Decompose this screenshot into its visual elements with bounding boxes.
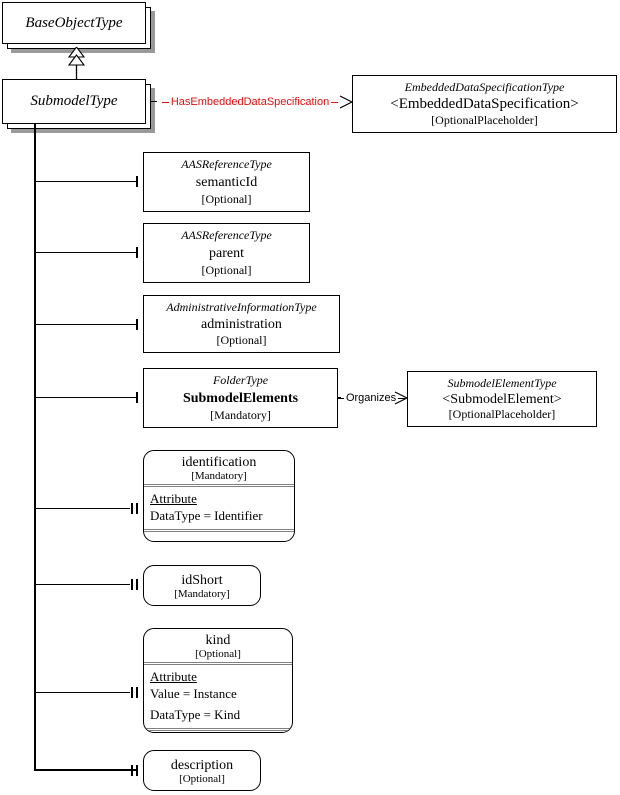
node-header: kind [Optional] bbox=[144, 629, 292, 662]
node-cardinality: [Optional] bbox=[201, 192, 252, 206]
branch-line-semantic-id bbox=[35, 181, 136, 182]
branch-line-submodel-elements bbox=[35, 397, 136, 398]
generalization-arrow-icon bbox=[66, 46, 87, 85]
node-cardinality: [OptionalPlaceholder] bbox=[448, 407, 556, 421]
node-administration: AdministrativeInformationType administra… bbox=[143, 295, 340, 353]
open-arrowhead-icon bbox=[339, 95, 354, 114]
section-divider bbox=[144, 728, 292, 731]
attribute-section: Attribute Value = Instance DataType = Ki… bbox=[144, 665, 292, 728]
node-embedded-data-specification: EmbeddedDataSpecificationType <EmbeddedD… bbox=[352, 75, 617, 133]
section-divider bbox=[144, 529, 294, 532]
node-cardinality: [Mandatory] bbox=[174, 588, 230, 600]
node-title: <EmbeddedDataSpecification> bbox=[390, 96, 579, 112]
branch-line-id-short bbox=[35, 584, 130, 585]
node-title: description bbox=[170, 758, 234, 773]
edge-label-organizes: Organizes bbox=[341, 391, 401, 405]
node-title: SubmodelElements bbox=[182, 390, 299, 406]
single-tick bbox=[136, 392, 138, 403]
node-title: kind bbox=[205, 633, 231, 648]
double-tick bbox=[136, 765, 138, 776]
node-type: AdministrativeInformationType bbox=[166, 300, 317, 314]
node-title: identification bbox=[181, 455, 257, 470]
branch-line-kind bbox=[35, 692, 130, 693]
node-type: AASReferenceType bbox=[181, 228, 272, 242]
node-semantic-id: AASReferenceType semanticId [Optional] bbox=[143, 152, 310, 212]
node-title: <SubmodelElement> bbox=[442, 391, 562, 407]
double-tick bbox=[131, 687, 133, 698]
node-header: idShort [Mandatory] bbox=[144, 569, 260, 602]
node-title: SubmodelType bbox=[2, 79, 146, 124]
single-tick bbox=[136, 319, 138, 330]
node-submodel-type: SubmodelType bbox=[2, 79, 155, 133]
double-tick bbox=[131, 579, 133, 590]
node-title: idShort bbox=[181, 573, 223, 588]
node-title: administration bbox=[201, 316, 282, 332]
attribute-row: DataType = Kind bbox=[150, 707, 241, 722]
node-base-object-type: BaseObjectType bbox=[2, 2, 155, 53]
node-title: semanticId bbox=[195, 174, 258, 190]
empty-section bbox=[144, 532, 294, 541]
attribute-row: DataType = Identifier bbox=[150, 508, 263, 523]
double-tick bbox=[136, 503, 138, 514]
node-id-short: idShort [Mandatory] bbox=[143, 565, 261, 606]
open-arrowhead-icon bbox=[394, 391, 409, 410]
node-submodel-elements: FolderType SubmodelElements [Mandatory] bbox=[143, 368, 338, 428]
double-tick bbox=[131, 765, 133, 776]
node-cardinality: [Optional] bbox=[201, 263, 252, 277]
node-cardinality: [Optional] bbox=[195, 648, 241, 660]
node-parent: AASReferenceType parent [Optional] bbox=[143, 223, 310, 283]
attribute-header: Attribute bbox=[150, 669, 197, 684]
node-type: FolderType bbox=[212, 373, 269, 387]
node-cardinality: [Optional] bbox=[179, 773, 225, 785]
node-title: BaseObjectType bbox=[2, 2, 146, 44]
attribute-row: Value = Instance bbox=[150, 686, 237, 701]
branch-line-identification bbox=[35, 508, 130, 509]
branch-line-administration bbox=[35, 324, 136, 325]
single-tick bbox=[136, 247, 138, 258]
single-tick bbox=[136, 176, 138, 187]
branch-line-parent bbox=[35, 252, 136, 253]
node-identification: identification [Mandatory] Attribute Dat… bbox=[143, 450, 295, 542]
double-tick bbox=[131, 503, 133, 514]
double-tick bbox=[136, 579, 138, 590]
node-header: description [Optional] bbox=[144, 754, 260, 787]
node-cardinality: [Mandatory] bbox=[210, 408, 271, 422]
attribute-header: Attribute bbox=[150, 491, 197, 506]
empty-section bbox=[144, 731, 292, 732]
node-header: identification [Mandatory] bbox=[144, 451, 294, 484]
double-tick bbox=[136, 687, 138, 698]
node-title: parent bbox=[209, 245, 244, 261]
attribute-section: Attribute DataType = Identifier bbox=[144, 487, 294, 529]
edge-label-has-embedded-data-specification: HasEmbeddedDataSpecification bbox=[157, 95, 343, 109]
node-cardinality: [OptionalPlaceholder] bbox=[431, 113, 538, 127]
node-type: AASReferenceType bbox=[181, 157, 272, 171]
section-divider bbox=[144, 662, 292, 665]
node-submodel-element: SubmodelElementType <SubmodelElement> [O… bbox=[407, 371, 597, 427]
node-type: EmbeddedDataSpecificationType bbox=[404, 80, 565, 94]
node-cardinality: [Optional] bbox=[216, 333, 267, 347]
spine-line bbox=[34, 124, 36, 771]
node-cardinality: [Mandatory] bbox=[191, 470, 247, 482]
node-type: SubmodelElementType bbox=[447, 376, 557, 390]
node-description: description [Optional] bbox=[143, 750, 261, 791]
node-kind: kind [Optional] Attribute Value = Instan… bbox=[143, 628, 293, 733]
section-divider bbox=[144, 484, 294, 487]
branch-line-description bbox=[35, 769, 138, 771]
